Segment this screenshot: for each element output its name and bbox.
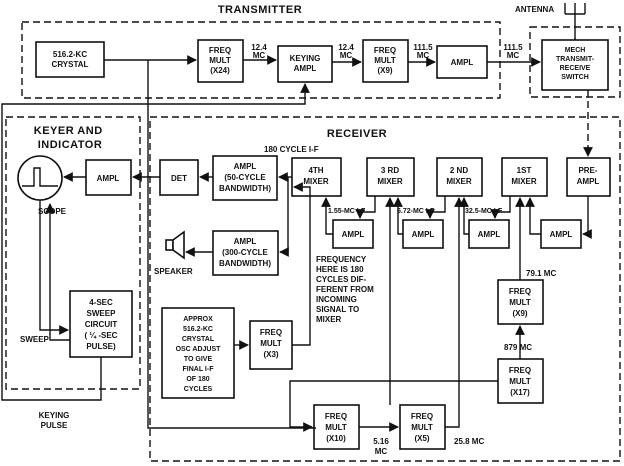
svg-text:AMPL: AMPL [550,230,573,239]
label-if-672: 6.72-MC I-F [397,208,435,215]
block-ampl-if-325: AMPL [468,219,510,249]
label-if-155: 1.55-MC I-F [328,208,366,215]
label-180-cycle-if: 180 CYCLE I-F [264,145,319,154]
keyer-title: KEYER AND INDICATOR [34,125,106,151]
speaker-label: SPEAKER [154,267,193,276]
svg-text:AMPL: AMPL [478,230,501,239]
label-if-325: 32.5-MC I-F [465,208,503,215]
sweep-label: SWEEP [20,335,50,344]
scope-label: SCOPE [38,207,67,216]
block-ampl-if-rf: AMPL [540,219,582,249]
keyer-section [5,116,141,390]
block-ampl-keyer: AMPL [85,159,132,196]
block-det: DET [159,159,199,196]
block-ampl-if-672: AMPL [402,219,444,249]
svg-text:AMPL: AMPL [451,58,474,67]
svg-text:AMPL: AMPL [412,230,435,239]
svg-text:AMPL: AMPL [97,174,120,183]
svg-text:AMPL: AMPL [342,230,365,239]
scope-icon [17,155,63,201]
svg-text:PRE-AMPL: PRE-AMPL [577,166,600,186]
svg-text:DET: DET [171,174,187,183]
antenna-label: ANTENNA [515,5,554,14]
speaker-icon [165,230,185,260]
antenna-icon [564,3,586,40]
transmitter-title: TRANSMITTER [218,4,302,16]
receiver-title: RECEIVER [327,128,387,140]
block-ampl-if-155: AMPL [332,219,374,249]
transmitter-section [21,21,501,99]
freq-label-79-1: 79.1 MC [526,269,556,278]
freq-label-879: 879 MC [504,343,532,352]
receiver-section [149,116,621,462]
freq-label-25-8: 25.8 MC [454,437,484,446]
block-ampl-tx: AMPL [436,45,488,79]
block-preampl: PRE-AMPL [566,157,611,197]
